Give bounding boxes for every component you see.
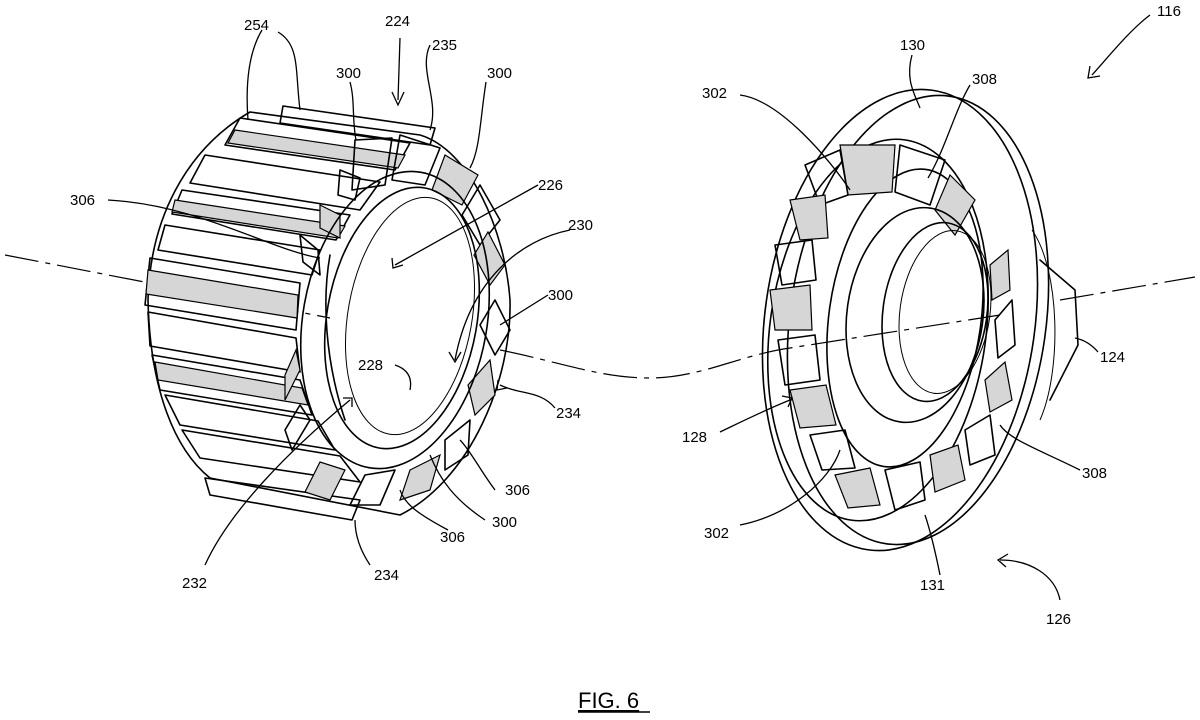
label-302-bottom: 302: [704, 525, 729, 542]
label-128: 128: [682, 429, 707, 446]
label-126: 126: [1046, 611, 1071, 628]
splined-ring-component: [144, 105, 511, 521]
label-234-right: 234: [556, 405, 581, 422]
label-131: 131: [920, 577, 945, 594]
label-226: 226: [538, 177, 563, 194]
label-224: 224: [385, 13, 410, 30]
label-306-bottom: 306: [440, 529, 465, 546]
label-130: 130: [900, 37, 925, 54]
label-300-bottom: 300: [492, 514, 517, 531]
leader-lines: [107, 14, 1151, 601]
label-302-top: 302: [702, 85, 727, 102]
end-face-teeth: [284, 134, 511, 506]
label-254: 254: [244, 17, 269, 34]
label-232: 232: [182, 575, 207, 592]
label-306-bottom-right: 306: [505, 482, 530, 499]
label-308-bottom: 308: [1082, 465, 1107, 482]
label-228: 228: [358, 357, 383, 374]
label-116: 116: [1157, 3, 1181, 20]
label-300-right: 300: [548, 287, 573, 304]
figure-caption: FIG. 6: [578, 688, 639, 713]
label-124: 124: [1100, 349, 1125, 366]
outer-splines: [144, 105, 436, 521]
label-308-top: 308: [972, 71, 997, 88]
label-306-left: 306: [70, 192, 95, 209]
drive-pockets: [769, 144, 1016, 511]
flanged-hub-component: [761, 88, 1079, 552]
label-300-top-left: 300: [336, 65, 361, 82]
label-230: 230: [568, 217, 593, 234]
reference-numerals: 254 224 235 300 300 306 226 230 300 228 …: [70, 3, 1181, 628]
label-234-bottom: 234: [374, 567, 399, 584]
label-235: 235: [432, 37, 457, 54]
label-300-top-right: 300: [487, 65, 512, 82]
